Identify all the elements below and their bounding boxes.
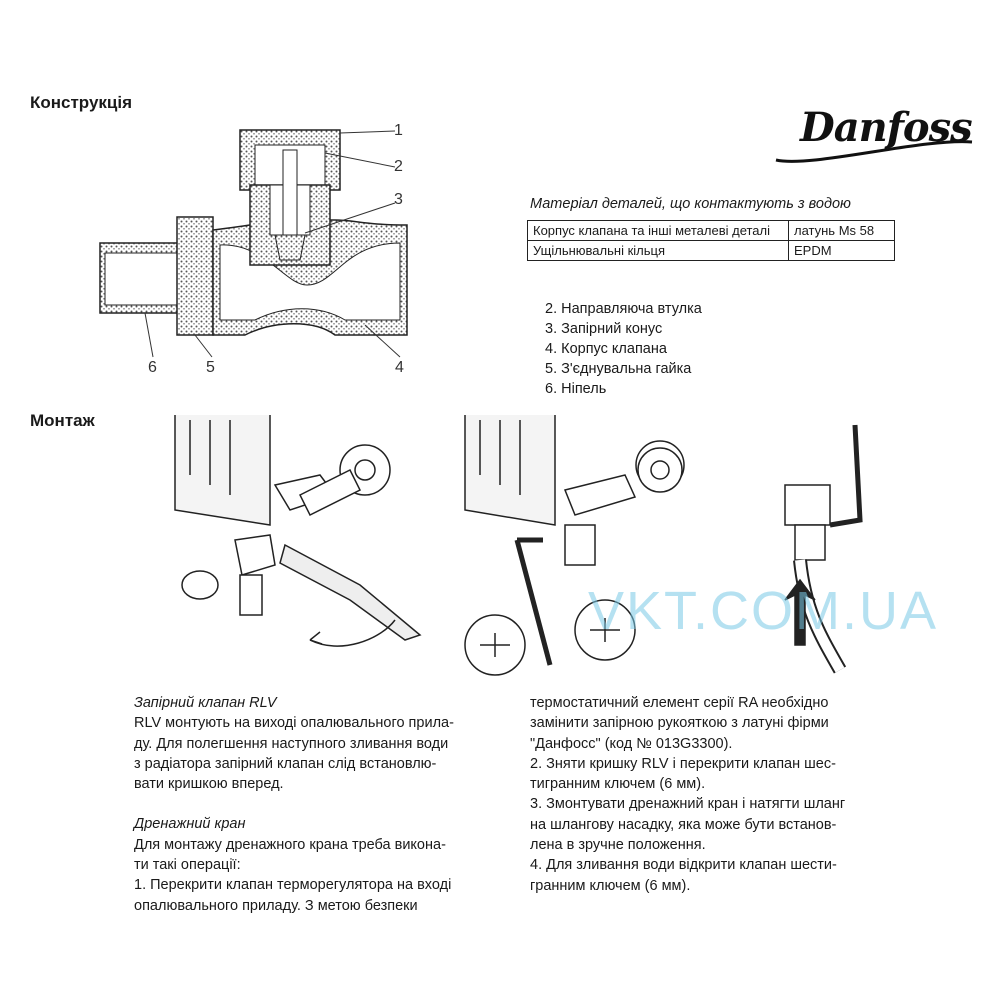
text-line: замінити запірною рукояткою з латуні фір… (530, 715, 829, 732)
material-part-cell: Ущільнювальні кільця (527, 240, 789, 261)
mounting-title: Монтаж (30, 411, 95, 430)
mounting-illustration-1 (174, 415, 422, 647)
material-part-cell: Корпус клапана та інші металеві деталі (527, 220, 789, 241)
callout-4: 4 (395, 359, 404, 376)
text-line: 2. Зняти кришку RLV і перекрити клапан ш… (530, 755, 836, 772)
text-line: гранним ключем (6 мм). (530, 877, 691, 894)
text-column-right: термостатичний елемент серії RA необхідн… (530, 693, 910, 896)
list-item: 5. З'єднувальна гайка (545, 361, 692, 377)
valve-cap-detail (637, 447, 683, 493)
material-value-cell: латунь Ms 58 (788, 220, 895, 241)
logo-swoosh (775, 140, 973, 163)
list-item: 4. Корпус клапана (545, 341, 667, 357)
text-line: "Данфосс" (код № 013G3300). (530, 735, 733, 752)
text-line: вати кришкою вперед. (134, 776, 284, 793)
material-value-cell: EPDM (788, 240, 895, 261)
drain-subtitle: Дренажний кран (134, 816, 246, 833)
spacer (134, 794, 514, 814)
watermark-text: VKT.COM.UA (588, 581, 939, 641)
list-item: 6. Ніпель (545, 381, 607, 397)
text-line: опалювального приладу. З метою безпеки (134, 897, 418, 914)
text-line: ду. Для полегшення наступного зливання в… (134, 735, 449, 752)
table-row: Ущільнювальні кільця EPDM (527, 240, 895, 261)
callout-1: 1 (394, 122, 403, 139)
table-row: Корпус клапана та інші металеві деталі л… (527, 220, 895, 241)
text-line: з радіатора запірний клапан слід встанов… (134, 755, 437, 772)
parts-list: 2. Направляюча втулка 3. Запірний конус … (545, 299, 702, 399)
text-line: термостатичний елемент серії RA необхідн… (530, 695, 829, 711)
text-line: RLV монтують на виході опалювального при… (134, 715, 454, 732)
callout-6: 6 (148, 359, 157, 376)
materials-caption: Матеріал деталей, що контактують з водою (530, 196, 851, 212)
materials-table: Корпус клапана та інші металеві деталі л… (527, 220, 895, 261)
text-line: Для монтажу дренажного крана треба викон… (134, 836, 446, 853)
text-line: ти такі операції: (134, 857, 241, 874)
text-line: лена в зручне положення. (530, 837, 706, 854)
valve-section-diagram (99, 129, 408, 358)
text-line: 3. Змонтувати дренажний кран і натягти ш… (530, 796, 846, 813)
list-item: 2. Направляюча втулка (545, 301, 702, 317)
text-line: 4. Для зливання води відкрити клапан шес… (530, 857, 837, 874)
valve-subtitle: Запірний клапан RLV (134, 695, 277, 711)
text-column-left: Запірний клапан RLV RLV монтують на вихо… (134, 693, 514, 916)
callout-3: 3 (394, 191, 403, 208)
text-line: тигранним ключем (6 мм). (530, 776, 706, 793)
text-line: 1. Перекрити клапан терморегулятора на в… (134, 877, 452, 894)
mounting-illustration-3 (784, 424, 863, 674)
callout-5: 5 (206, 359, 215, 376)
callout-2: 2 (394, 158, 403, 175)
text-line: на шлангову насадку, яка може бути встан… (530, 816, 837, 833)
list-item: 3. Запірний конус (545, 321, 663, 337)
construction-title: Конструкція (30, 93, 133, 112)
